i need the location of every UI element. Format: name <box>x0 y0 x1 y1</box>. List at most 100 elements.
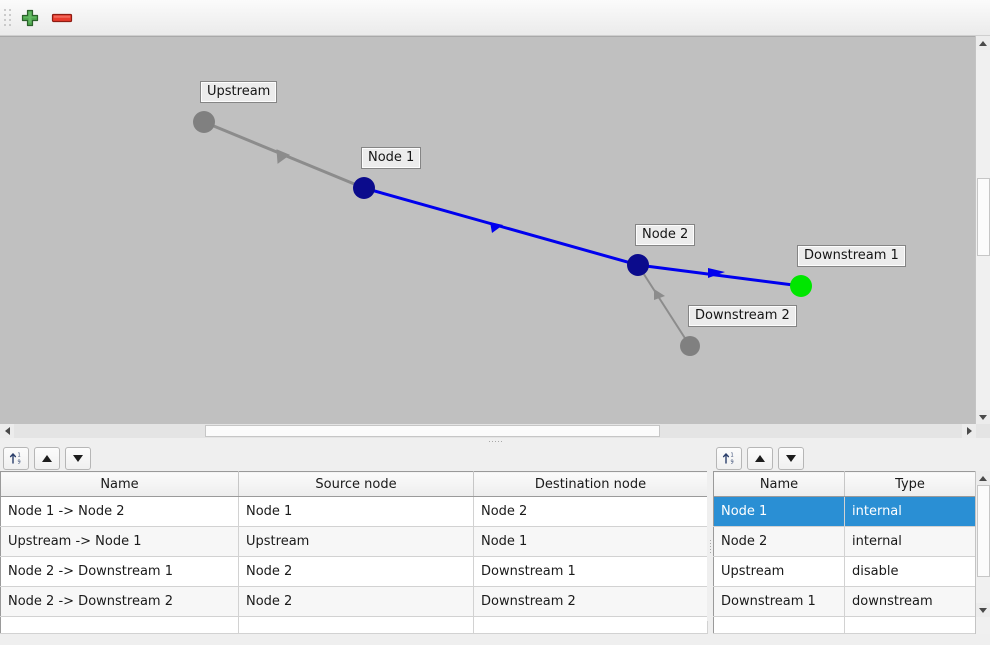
canvas-vertical-scroll-thumb[interactable] <box>977 178 990 256</box>
table-row[interactable]: Node 2 -> Downstream 2 Node 2 Downstream… <box>0 586 708 617</box>
toolbar-drag-handle[interactable] <box>3 7 13 29</box>
edges-cell-name[interactable]: Node 2 -> Downstream 2 <box>0 586 239 617</box>
nodes-cell-type[interactable]: downstream <box>844 586 976 617</box>
vertical-splitter[interactable] <box>707 471 713 621</box>
nodes-table[interactable]: Name Type Node 1 internal Node 2 interna… <box>713 471 976 634</box>
horizontal-splitter[interactable] <box>0 438 990 445</box>
table-row[interactable]: Node 2 -> Downstream 1 Node 2 Downstream… <box>0 556 708 587</box>
nodes-cell-type[interactable]: disable <box>844 556 976 587</box>
splitter-grip-dots <box>709 539 711 553</box>
edges-col-source[interactable]: Source node <box>238 471 474 497</box>
graph-node-label-node1[interactable]: Node 1 <box>361 147 422 169</box>
nodes-sort-button[interactable]: 1 9 <box>716 446 742 470</box>
edges-cell-destination[interactable]: Downstream 2 <box>473 586 708 617</box>
edges-cell-destination[interactable]: Node 2 <box>473 496 708 527</box>
svg-text:9: 9 <box>18 460 21 466</box>
edges-sort-button[interactable]: 1 9 <box>3 446 29 470</box>
scroll-down-button[interactable] <box>976 410 990 424</box>
edges-cell-name[interactable]: Node 1 -> Node 2 <box>0 496 239 527</box>
main-toolbar <box>0 0 990 36</box>
table-row[interactable]: Downstream 1 downstream <box>713 586 976 617</box>
triangle-down-icon <box>979 414 987 420</box>
nodes-table-vertical-scrollbar[interactable] <box>975 471 990 634</box>
edge-node1-node2[interactable] <box>363 186 639 267</box>
nodes-cell-type[interactable]: internal <box>844 496 976 527</box>
scroll-right-button[interactable] <box>962 424 976 438</box>
sort-ascending-icon: 1 9 <box>722 453 734 466</box>
graph-node-label-upstream[interactable]: Upstream <box>200 81 278 103</box>
nodes-table-container: Name Type Node 1 internal Node 2 interna… <box>713 471 990 634</box>
move-up-icon <box>755 454 765 462</box>
svg-text:1: 1 <box>18 453 21 459</box>
edges-cell-source[interactable]: Upstream <box>238 526 474 557</box>
edges-cell-source[interactable]: Node 1 <box>238 496 474 527</box>
canvas-vertical-scrollbar[interactable] <box>975 36 990 424</box>
triangle-right-icon <box>966 427 972 435</box>
nodes-vertical-scroll-thumb[interactable] <box>977 485 990 577</box>
edges-cell-destination[interactable]: Node 1 <box>473 526 708 557</box>
scroll-up-button[interactable] <box>976 36 990 50</box>
svg-text:9: 9 <box>731 460 734 466</box>
graph-canvas[interactable]: Upstream Node 1 Node 2 Downstream 1 Down… <box>0 36 990 438</box>
scroll-left-button[interactable] <box>0 424 14 438</box>
edges-move-down-button[interactable] <box>65 446 91 470</box>
nodes-move-up-button[interactable] <box>747 446 773 470</box>
nodes-table-header-row: Name Type <box>713 471 976 497</box>
graph-node-label-node2[interactable]: Node 2 <box>635 224 696 246</box>
table-row[interactable]: Upstream disable <box>713 556 976 587</box>
move-down-icon <box>786 454 796 462</box>
edge-upstream-node1[interactable] <box>203 120 365 190</box>
edges-cell-name[interactable]: Upstream -> Node 1 <box>0 526 239 557</box>
nodes-cell-type[interactable]: internal <box>844 526 976 557</box>
edges-col-name[interactable]: Name <box>0 471 239 497</box>
nodes-move-down-button[interactable] <box>778 446 804 470</box>
table-row[interactable]: Node 2 internal <box>713 526 976 557</box>
remove-node-icon <box>51 13 73 22</box>
nodes-col-type[interactable]: Type <box>844 471 976 497</box>
graph-svg[interactable] <box>0 37 975 425</box>
table-row[interactable]: Node 1 -> Node 2 Node 1 Node 2 <box>0 496 708 527</box>
triangle-left-icon <box>4 427 10 435</box>
svg-text:1: 1 <box>731 453 734 459</box>
table-row[interactable]: Node 1 internal <box>713 496 976 527</box>
graph-node-downstream2[interactable] <box>680 336 700 356</box>
nodes-cell-name[interactable]: Upstream <box>713 556 845 587</box>
edges-cell-empty <box>0 616 239 634</box>
nodes-scroll-down-button[interactable] <box>976 603 990 617</box>
edges-cell-source[interactable]: Node 2 <box>238 586 474 617</box>
move-down-icon <box>73 454 83 462</box>
edges-cell-name[interactable]: Node 2 -> Downstream 1 <box>0 556 239 587</box>
canvas-horizontal-scroll-thumb[interactable] <box>205 425 660 437</box>
edges-table-header-row: Name Source node Destination node <box>0 471 708 497</box>
edges-cell-destination[interactable]: Downstream 1 <box>473 556 708 587</box>
nodes-scroll-up-button[interactable] <box>976 471 990 485</box>
edge-node2-downstream2[interactable] <box>637 264 691 347</box>
table-row[interactable]: Upstream -> Node 1 Upstream Node 1 <box>0 526 708 557</box>
graph-node-label-downstream1[interactable]: Downstream 1 <box>797 245 906 267</box>
graph-node-node1[interactable] <box>353 177 375 199</box>
remove-node-button[interactable] <box>47 4 77 32</box>
nodes-cell-name[interactable]: Node 2 <box>713 526 845 557</box>
nodes-cell-empty <box>713 616 845 634</box>
graph-node-node2[interactable] <box>627 254 649 276</box>
edges-move-up-button[interactable] <box>34 446 60 470</box>
edges-cell-empty <box>473 616 708 634</box>
graph-node-upstream[interactable] <box>193 111 215 133</box>
nodes-pane: 1 9 Name Type Node 1 internal <box>713 445 990 634</box>
splitter-grip-dots <box>488 441 502 442</box>
edges-col-destination[interactable]: Destination node <box>473 471 708 497</box>
sort-ascending-icon: 1 9 <box>9 453 21 466</box>
triangle-up-icon <box>979 40 987 46</box>
edges-table[interactable]: Name Source node Destination node Node 1… <box>0 471 708 634</box>
edges-cell-source[interactable]: Node 2 <box>238 556 474 587</box>
edge-node2-downstream1[interactable] <box>637 263 802 288</box>
graph-node-label-downstream2[interactable]: Downstream 2 <box>688 305 797 327</box>
nodes-cell-name[interactable]: Downstream 1 <box>713 586 845 617</box>
nodes-col-name[interactable]: Name <box>713 471 845 497</box>
move-up-icon <box>42 454 52 462</box>
graph-node-downstream1[interactable] <box>790 275 812 297</box>
triangle-down-icon <box>979 607 987 613</box>
add-node-button[interactable] <box>15 4 45 32</box>
nodes-cell-name[interactable]: Node 1 <box>713 496 845 527</box>
canvas-horizontal-scrollbar[interactable] <box>0 424 990 438</box>
